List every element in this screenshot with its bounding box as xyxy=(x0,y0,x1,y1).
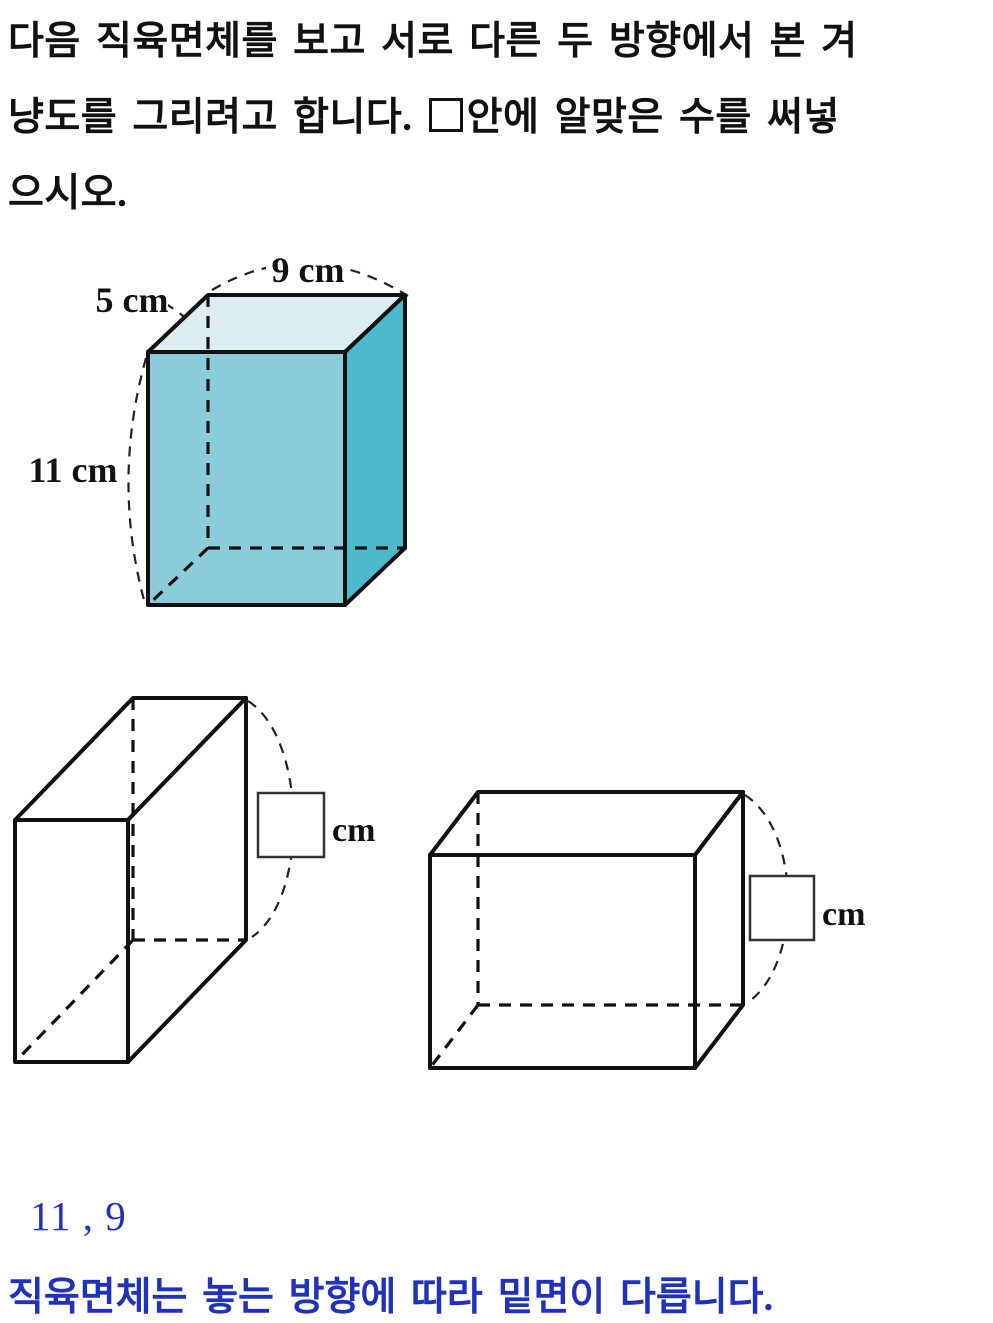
cuboid-right-face xyxy=(343,293,407,607)
problem-line-3: 으시오. xyxy=(8,172,128,215)
problem-line-2: 냥도를 그리려고 합니다. 안에 알맞은 수를 써넣 xyxy=(8,80,988,156)
problem-text: 다음 직육면체를 보고 서로 다른 두 방향에서 본 겨 냥도를 그리려고 합니… xyxy=(8,4,988,232)
answer-text: 11 , 9 xyxy=(30,1193,127,1239)
sketch2-front-face xyxy=(428,853,697,1070)
problem-line-2-post: 안에 알맞은 수를 써넣 xyxy=(466,96,840,139)
explanation-text: 직육면체는 놓는 방향에 따라 밑면이 다릅니다. xyxy=(8,1276,774,1319)
cuboid-sketch-left: cm xyxy=(13,696,375,1064)
unit-label-1: cm xyxy=(332,812,375,849)
label-width-9cm: 9 cm xyxy=(272,250,345,290)
dimension-arc-height xyxy=(127,357,148,601)
sketch2-right-face xyxy=(693,790,745,1070)
label-height-11cm: 11 cm xyxy=(29,450,118,490)
sketch1-front-face xyxy=(13,818,130,1064)
sketch2-hidden-edges xyxy=(428,792,743,1069)
label-bg-height xyxy=(30,448,116,490)
label-depth-5cm: 5 cm xyxy=(96,280,169,320)
problem-line-2-pre: 냥도를 그리려고 합니다. xyxy=(8,96,413,139)
label-bg-depth xyxy=(96,278,168,316)
blank-square-inline xyxy=(428,98,463,132)
cuboid-figure-main: 9 cm 5 cm 11 cm xyxy=(29,248,409,607)
sketch1-hidden-edges xyxy=(13,698,246,1064)
dimension-arc-width xyxy=(211,262,409,297)
label-bg-width xyxy=(266,248,350,290)
cuboid-sketch-right: cm xyxy=(428,790,865,1070)
cuboid-front-face xyxy=(146,350,347,607)
problem-line-1: 다음 직육면체를 보고 서로 다른 두 방향에서 본 겨 xyxy=(8,20,858,63)
cuboid-hidden-edges xyxy=(146,295,405,607)
answer-box-1[interactable] xyxy=(256,791,326,859)
answer-box-2[interactable] xyxy=(748,874,816,942)
unit-label-2: cm xyxy=(822,896,865,933)
